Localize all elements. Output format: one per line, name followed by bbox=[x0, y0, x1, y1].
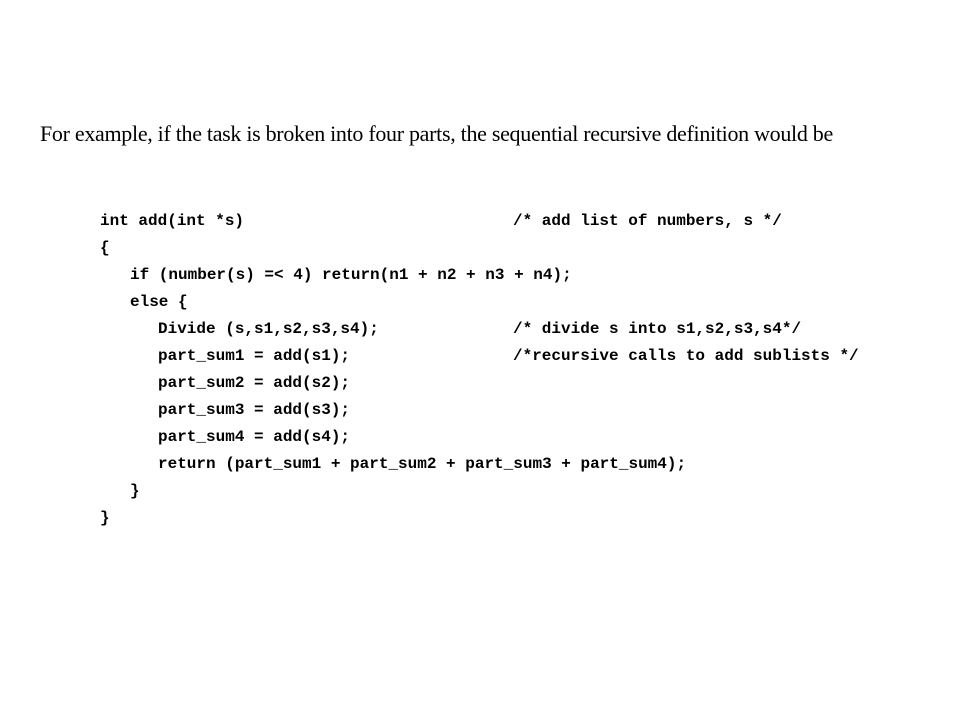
code-text: } bbox=[130, 482, 140, 500]
code-line: Divide (s,s1,s2,s3,s4); /* divide s into… bbox=[100, 316, 801, 343]
code-line: else { bbox=[100, 289, 188, 316]
code-line: { bbox=[100, 235, 158, 262]
code-text: { bbox=[100, 239, 110, 257]
code-text: part_sum2 = add(s2); bbox=[158, 374, 351, 392]
code-comment: /* divide s into s1,s2,s3,s4*/ bbox=[513, 320, 802, 338]
code-block: int add(int *s) /* add list of numbers, … bbox=[100, 208, 859, 532]
code-text: part_sum3 = add(s3); bbox=[158, 401, 351, 419]
code-text: else { bbox=[130, 293, 188, 311]
code-comment: /*recursive calls to add sublists */ bbox=[513, 347, 859, 365]
code-text: part_sum4 = add(s4); bbox=[158, 428, 351, 446]
intro-paragraph: For example, if the task is broken into … bbox=[40, 121, 833, 146]
code-line: return (part_sum1 + part_sum2 + part_sum… bbox=[100, 451, 686, 478]
code-line: } bbox=[100, 505, 158, 532]
code-text: part_sum1 = add(s1); bbox=[158, 347, 351, 365]
code-line: part_sum2 = add(s2); bbox=[100, 370, 350, 397]
code-line: int add(int *s) /* add list of numbers, … bbox=[100, 208, 782, 235]
code-line: part_sum1 = add(s1); /*recursive calls t… bbox=[100, 343, 859, 370]
code-line: if (number(s) =< 4) return(n1 + n2 + n3 … bbox=[100, 262, 572, 289]
code-line: part_sum4 = add(s4); bbox=[100, 424, 350, 451]
code-line: part_sum3 = add(s3); bbox=[100, 397, 350, 424]
code-text: Divide (s,s1,s2,s3,s4); bbox=[158, 320, 379, 338]
code-comment: /* add list of numbers, s */ bbox=[513, 212, 782, 230]
code-text: if (number(s) =< 4) return(n1 + n2 + n3 … bbox=[130, 266, 572, 284]
code-text: } bbox=[100, 509, 110, 527]
code-text: return (part_sum1 + part_sum2 + part_sum… bbox=[158, 455, 687, 473]
code-line: } bbox=[100, 478, 158, 505]
code-text: int add(int *s) bbox=[100, 212, 245, 230]
